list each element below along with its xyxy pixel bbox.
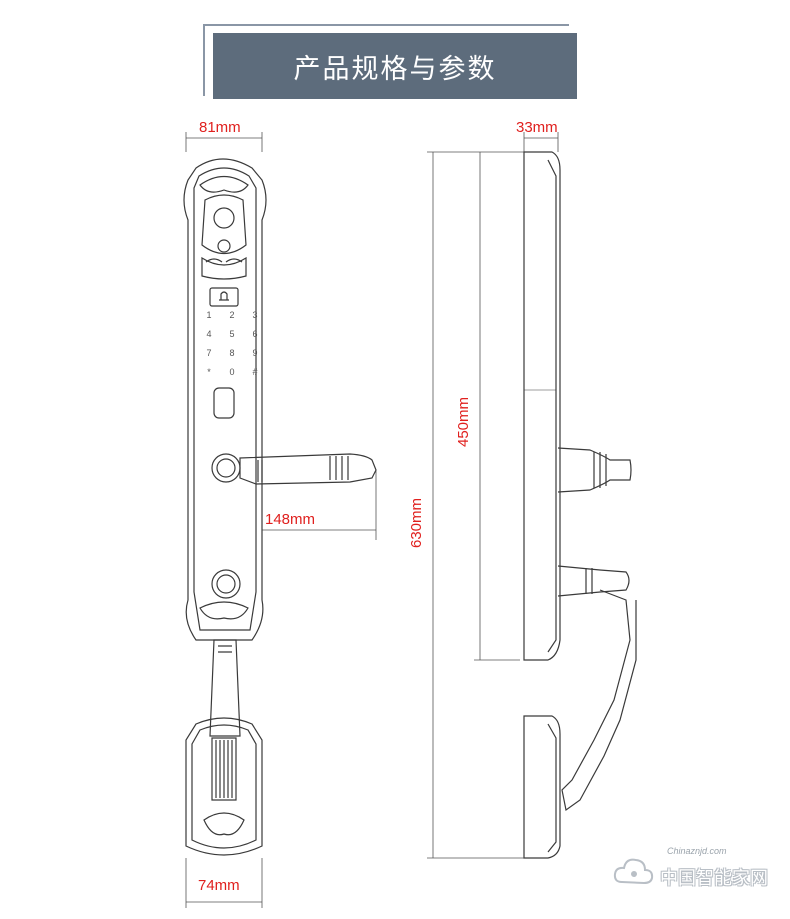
keypad-key: * (207, 367, 211, 377)
keypad-key: 6 (252, 329, 257, 339)
keypad-key: 9 (252, 348, 257, 358)
dimension-lines (185, 132, 559, 908)
keypad-key: 0 (229, 367, 234, 377)
dimension-front-width-top: 81mm (199, 119, 241, 136)
dimension-height-inner: 450mm (455, 396, 472, 447)
keypad-key: 1 (206, 310, 211, 320)
watermark: Chinaznjd.com 中国智能家网 (612, 846, 782, 896)
keypad-key: # (252, 367, 257, 377)
keypad-key: 5 (229, 329, 234, 339)
side-view-body (523, 151, 637, 859)
watermark-name: 中国智能家网 (660, 868, 768, 889)
lower-knob (211, 569, 241, 599)
title-frame-left (203, 24, 205, 96)
lever-handle (211, 453, 377, 485)
keypad-key: 7 (206, 348, 211, 358)
keypad-key: 4 (206, 329, 211, 339)
keypad: 1 2 3 4 5 6 7 8 9 * 0 # (206, 310, 257, 377)
front-plate-upper (183, 158, 267, 641)
keypad-key: 8 (229, 348, 234, 358)
dimension-side-depth: 33mm (516, 119, 558, 136)
pull-handle (209, 639, 241, 737)
keypad-key: 2 (229, 310, 234, 320)
watermark-site: Chinaznjd.com (667, 846, 727, 856)
cloud-logo-icon (613, 858, 654, 885)
title-frame-top (203, 24, 569, 26)
keypad-key: 3 (252, 310, 257, 320)
dimension-handle-length: 148mm (265, 511, 316, 528)
page-title: 产品规格与参数 (213, 33, 577, 99)
dimension-front-width-bottom: 74mm (198, 877, 240, 894)
front-plate-lower (185, 717, 263, 856)
dimension-height-total: 630mm (408, 497, 425, 548)
